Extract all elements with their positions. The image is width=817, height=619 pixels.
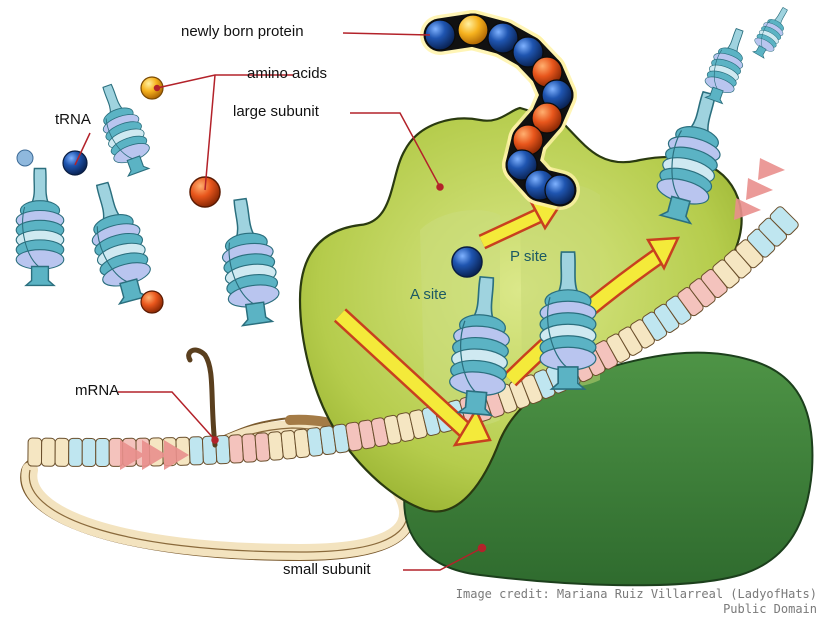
mrna-codon-segment — [189, 437, 203, 465]
label-amino-acids: amino acids — [247, 66, 327, 81]
label-small-subunit: small subunit — [283, 562, 371, 577]
mrna-codon-segment — [82, 438, 96, 466]
protein-bead — [545, 175, 575, 205]
free-trna-small — [79, 178, 157, 307]
mrna-codon-segment — [28, 438, 42, 466]
a-site-amino-acid — [452, 247, 482, 277]
label-newly-born-protein: newly born protein — [181, 24, 304, 39]
label-a-site: A site — [410, 287, 447, 302]
label-mrna: mRNA — [75, 383, 119, 398]
mrna-5-prime-end — [189, 350, 215, 445]
mrna-codon-segment — [96, 438, 110, 466]
mrna-codon-segment — [41, 438, 55, 466]
exiting-trna-farthest — [749, 3, 795, 60]
amino-acid-blue — [63, 151, 87, 175]
credit-line-1: Image credit: Mariana Ruiz Villarreal (L… — [456, 587, 817, 602]
credit-line-2: Public Domain — [456, 602, 817, 617]
free-trna-orange — [215, 196, 283, 327]
image-credit: Image credit: Mariana Ruiz Villarreal (L… — [456, 587, 817, 617]
mrna-codon-segment — [69, 438, 83, 466]
mrna-codon-segment — [229, 435, 244, 464]
amino-acid-faded — [17, 150, 33, 166]
mrna-codon-segment — [242, 434, 257, 463]
label-p-site: P site — [510, 249, 547, 264]
label-trna: tRNA — [55, 112, 91, 127]
amino-acid-orange-small — [141, 291, 163, 313]
label-large-subunit: large subunit — [233, 104, 319, 119]
mrna-codon-segment — [55, 438, 69, 466]
protein-bead — [458, 15, 488, 45]
free-trna-blue — [16, 169, 64, 286]
